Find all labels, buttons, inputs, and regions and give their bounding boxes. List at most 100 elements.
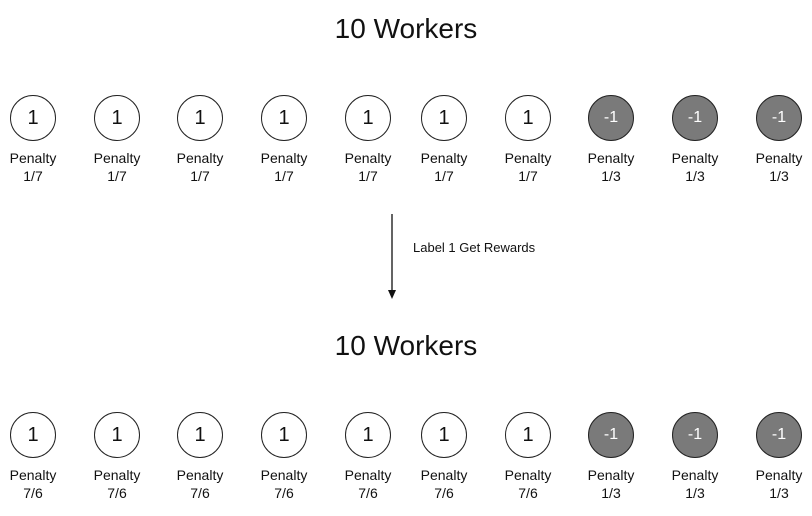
penalty-label: Penalty (420, 467, 468, 483)
penalty-label: Penalty (93, 150, 141, 166)
penalty-value: 1/7 (358, 168, 378, 184)
penalty-text: Penalty 1/3 (660, 149, 730, 185)
penalty-value: 1/7 (23, 168, 43, 184)
penalty-label: Penalty (176, 150, 224, 166)
penalty-text: Penalty 7/6 (249, 466, 319, 502)
worker-label-circle: -1 (756, 95, 802, 141)
penalty-value: 1/7 (190, 168, 210, 184)
transition-label: Label 1 Get Rewards (413, 240, 536, 255)
penalty-value: 1/7 (518, 168, 538, 184)
penalty-text: Penalty 7/6 (409, 466, 479, 502)
worker-label-circle: 1 (177, 412, 223, 458)
worker-label-circle: 1 (10, 412, 56, 458)
worker-label-circle: -1 (756, 412, 802, 458)
penalty-text: Penalty 1/3 (660, 466, 730, 502)
worker-label-circle: 1 (261, 95, 307, 141)
penalty-text: Penalty 1/7 (249, 149, 319, 185)
penalty-value: 7/6 (358, 485, 378, 501)
penalty-label: Penalty (587, 150, 635, 166)
worker-label-circle: 1 (421, 412, 467, 458)
penalty-label: Penalty (176, 467, 224, 483)
penalty-label: Penalty (260, 467, 308, 483)
penalty-label: Penalty (587, 467, 635, 483)
worker-label-circle: -1 (672, 95, 718, 141)
worker-label-circle: 1 (177, 95, 223, 141)
worker-label-circle: 1 (505, 95, 551, 141)
penalty-text: Penalty 7/6 (82, 466, 152, 502)
penalty-text: Penalty 7/6 (333, 466, 403, 502)
worker-label-circle: 1 (345, 95, 391, 141)
worker-label-circle: 1 (505, 412, 551, 458)
penalty-value: 1/3 (601, 168, 621, 184)
penalty-label: Penalty (260, 150, 308, 166)
penalty-label: Penalty (671, 150, 719, 166)
penalty-text: Penalty 1/3 (576, 149, 646, 185)
top-title: 10 Workers (334, 13, 478, 44)
penalty-value: 1/7 (434, 168, 454, 184)
penalty-label: Penalty (344, 467, 392, 483)
worker-label-circle: -1 (588, 95, 634, 141)
penalty-text: Penalty 7/6 (493, 466, 563, 502)
penalty-text: Penalty 1/7 (333, 149, 403, 185)
penalty-value: 1/3 (769, 168, 789, 184)
down-arrow-icon (384, 212, 400, 302)
penalty-label: Penalty (9, 150, 57, 166)
penalty-text: Penalty 1/7 (165, 149, 235, 185)
penalty-text: Penalty 1/3 (744, 149, 812, 185)
bottom-title: 10 Workers (334, 330, 478, 361)
penalty-label: Penalty (93, 467, 141, 483)
worker-label-circle: 1 (421, 95, 467, 141)
worker-label-circle: -1 (672, 412, 718, 458)
penalty-text: Penalty 7/6 (165, 466, 235, 502)
penalty-text: Penalty 1/7 (493, 149, 563, 185)
penalty-value: 1/3 (685, 168, 705, 184)
worker-label-circle: 1 (261, 412, 307, 458)
penalty-value: 7/6 (107, 485, 127, 501)
worker-label-circle: 1 (94, 95, 140, 141)
penalty-text: Penalty 1/7 (0, 149, 68, 185)
penalty-value: 7/6 (274, 485, 294, 501)
penalty-value: 1/3 (769, 485, 789, 501)
penalty-label: Penalty (9, 467, 57, 483)
penalty-label: Penalty (504, 467, 552, 483)
penalty-value: 7/6 (434, 485, 454, 501)
penalty-value: 7/6 (190, 485, 210, 501)
worker-label-circle: -1 (588, 412, 634, 458)
penalty-label: Penalty (504, 150, 552, 166)
penalty-value: 1/7 (107, 168, 127, 184)
worker-label-circle: 1 (94, 412, 140, 458)
worker-label-circle: 1 (345, 412, 391, 458)
penalty-label: Penalty (755, 150, 803, 166)
penalty-label: Penalty (344, 150, 392, 166)
penalty-value: 1/3 (685, 485, 705, 501)
penalty-label: Penalty (671, 467, 719, 483)
penalty-text: Penalty 1/7 (82, 149, 152, 185)
penalty-value: 1/7 (274, 168, 294, 184)
penalty-value: 7/6 (518, 485, 538, 501)
worker-label-circle: 1 (10, 95, 56, 141)
